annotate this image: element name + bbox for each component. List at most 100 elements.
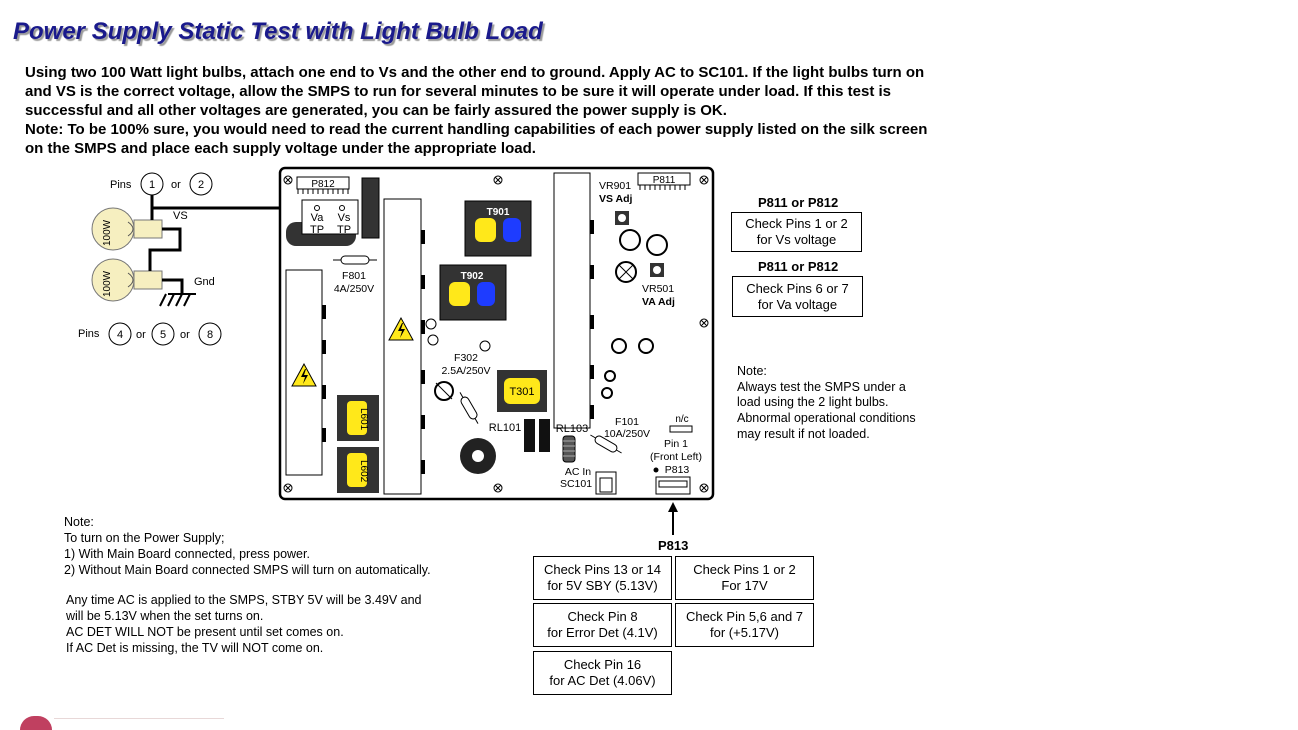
pin1-dot — [653, 467, 659, 473]
component-dot — [427, 334, 439, 346]
vs-adj-label: VS Adj — [599, 193, 633, 205]
p812-label: P812 — [311, 179, 335, 190]
bulb-top-filament — [127, 221, 134, 237]
small-cap — [601, 387, 613, 399]
top-pins-label: Pins — [110, 179, 132, 191]
f101-rating: 10A/250V — [604, 428, 650, 440]
tp1-label: TP — [310, 224, 324, 236]
f302-rating: 2.5A/250V — [441, 365, 490, 377]
p811-p812-heading-2: P811 or P812 — [758, 259, 839, 274]
check-line2: for Error Det (4.1V) — [547, 625, 658, 640]
electrolytic-cap-mark — [618, 264, 634, 280]
heatsink-center — [383, 198, 422, 495]
vs-tp-dot — [339, 205, 345, 211]
intro-note: Note: To be 100% sure, you would need to… — [25, 121, 928, 157]
or-label: or — [171, 179, 181, 191]
vr901-label: VR901 — [599, 180, 631, 192]
l602-core — [347, 453, 367, 487]
series-wire — [148, 227, 182, 271]
standby-note: Any time AC is applied to the SMPS, STBY… — [66, 592, 422, 656]
smps-board: P812 Va Vs TP TP F801 4A/250V — [278, 166, 715, 535]
pin-1-label: 1 — [149, 179, 155, 191]
t301-core — [504, 378, 540, 404]
screw-holes — [283, 175, 709, 493]
bottom-pins-label: Pins — [78, 328, 100, 340]
test-point-box — [301, 199, 359, 235]
intro-paragraph: Using two 100 Watt light bulbs, attach o… — [25, 64, 925, 119]
t902-label: T902 — [461, 271, 484, 282]
note-line: If AC Det is missing, the TV will NOT co… — [66, 641, 324, 655]
rl103-label: RL103 — [556, 423, 588, 435]
pin-2-circle — [189, 172, 213, 196]
main-capacitor — [361, 177, 380, 239]
rl103-relay — [562, 435, 576, 463]
check-line2: for 5V SBY (5.13V) — [547, 578, 658, 593]
note-heading: Note: — [64, 515, 94, 529]
p811-p812-heading-1: P811 or P812 — [758, 195, 839, 210]
t301-label: T301 — [509, 386, 534, 398]
vs-tp-label: Vs — [338, 212, 351, 224]
bulb-top — [91, 207, 135, 251]
vs-check-box: Check Pins 1 or 2 for Vs voltage — [731, 212, 862, 252]
t901-winding-blue — [503, 218, 521, 242]
t901-label: T901 — [487, 207, 510, 218]
side-note: Note: Always test the SMPS under a load … — [737, 364, 927, 443]
note-line: AC DET WILL NOT be present until set com… — [66, 625, 344, 639]
check-line2: for (+5.17V) — [709, 625, 779, 640]
check-line1: Check Pins 1 or 2 — [693, 562, 796, 577]
f101-label: F101 — [615, 416, 639, 428]
l602-label: L602 — [358, 460, 369, 483]
note-line: 2) Without Main Board connected SMPS wil… — [64, 563, 431, 577]
sby-check-box: Check Pins 13 or 14 for 5V SBY (5.13V) — [533, 556, 672, 600]
bulb-bottom-rating: 100W — [102, 270, 113, 297]
p813-heading: P813 — [658, 538, 689, 553]
electrolytic-cap — [619, 229, 641, 251]
bulb-top-base — [133, 219, 163, 239]
intro-text: Using two 100 Watt light bulbs, attach o… — [25, 63, 930, 158]
va-check-line2: for Va voltage — [757, 296, 838, 312]
blank-margin — [965, 0, 1298, 730]
f101-fuse — [590, 434, 622, 454]
check-line1: Check Pin 5,6 and 7 — [685, 609, 804, 624]
front-left-label: (Front Left) — [650, 451, 702, 463]
footer-divider — [54, 718, 224, 719]
varistor-center — [472, 450, 484, 462]
p813-connector-slot — [658, 480, 688, 488]
check-line1: Check Pins 13 or 14 — [543, 562, 662, 577]
bulb-bottom-filament — [127, 272, 134, 288]
p811-connector — [637, 172, 691, 186]
va-tp-dot — [314, 205, 320, 211]
f801-fuse — [340, 255, 370, 265]
bulb-top-rating: 100W — [102, 219, 113, 246]
note-line: 1) With Main Board connected, press powe… — [64, 547, 310, 561]
va-adj-label: VA Adj — [642, 296, 675, 308]
t901-winding-yellow — [475, 218, 496, 242]
ac-in-label: AC In — [565, 466, 591, 478]
bulb-section: Pins 1 or 2 100W 100W VS Gnd Pins 4 or 5… — [78, 172, 302, 346]
small-cap — [638, 338, 654, 354]
vs-check-line2: for Vs voltage — [756, 232, 837, 247]
f302-label: F302 — [454, 352, 478, 364]
f302-fuse — [459, 392, 479, 424]
nc-label: n/c — [675, 414, 688, 425]
component-dot — [425, 318, 437, 330]
17v-check-box: Check Pins 1 or 2 For 17V — [675, 556, 814, 600]
check-line1: Check Pin 16 — [563, 657, 642, 672]
pin-8-label: 8 — [207, 329, 213, 341]
va-check-line1: Check Pins 6 or 7 — [746, 280, 849, 296]
pin-4-label: 4 — [117, 329, 123, 341]
va-check-box: Check Pins 6 or 7 for Va voltage — [732, 276, 863, 317]
side-note-body: Always test the SMPS under a load using … — [737, 379, 916, 441]
ground-wire — [162, 278, 184, 294]
l601-core — [347, 401, 367, 435]
sc101-label: SC101 — [560, 478, 592, 490]
rl101-relay-2 — [539, 419, 550, 452]
vr501-pot-knob — [653, 266, 661, 274]
page-title: Power Supply Static Test with Light Bulb… — [13, 18, 543, 45]
t902-winding-blue — [477, 282, 495, 306]
component-dot — [479, 340, 491, 352]
5v-check-box: Check Pin 5,6 and 7 for (+5.17V) — [675, 603, 814, 647]
vs-check-line1: Check Pins 1 or 2 — [745, 216, 848, 231]
error-det-check-box: Check Pin 8 for Error Det (4.1V) — [533, 603, 672, 647]
p813-arrow-head — [668, 502, 678, 512]
